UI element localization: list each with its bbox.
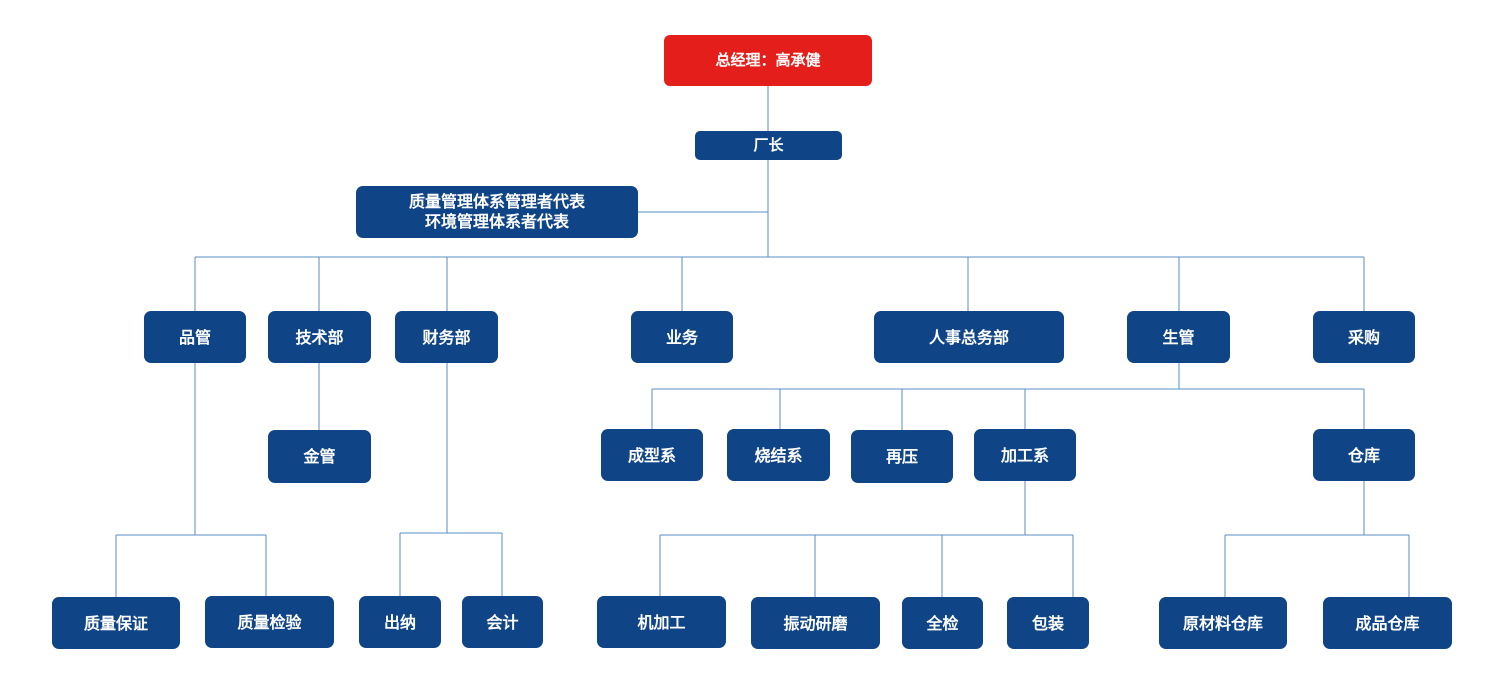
- dept-production: 生管: [1127, 311, 1230, 363]
- unit-cashier-label: 出纳: [383, 612, 416, 632]
- factory-manager-box: 厂长: [695, 131, 842, 160]
- unit-cashier: 出纳: [359, 596, 441, 648]
- dept-finance: 财务部: [395, 311, 498, 363]
- unit-warehouse-label: 仓库: [1347, 445, 1380, 465]
- unit-raw-material-warehouse: 原材料仓库: [1159, 597, 1287, 649]
- unit-finished-goods-warehouse: 成品仓库: [1323, 597, 1452, 649]
- unit-vibration-grinding: 振动研磨: [751, 597, 880, 649]
- dept-purchasing: 采购: [1313, 311, 1415, 363]
- dept-quality: 品管: [144, 311, 246, 363]
- dept-hr: 人事总务部: [874, 311, 1064, 363]
- unit-sintering-label: 烧结系: [754, 445, 803, 465]
- unit-repressing: 再压: [851, 430, 953, 483]
- unit-machining-dept-label: 加工系: [1000, 445, 1049, 465]
- unit-warehouse: 仓库: [1313, 429, 1415, 481]
- management-representative-box: 质量管理体系管理者代表 环境管理体系者代表: [356, 186, 638, 238]
- dept-hr-label: 人事总务部: [928, 327, 1009, 347]
- unit-full-inspection-label: 全检: [926, 613, 959, 633]
- dept-finance-label: 财务部: [422, 327, 471, 347]
- environment-rep-label: 环境管理体系者代表: [424, 212, 569, 231]
- unit-repressing-label: 再压: [885, 447, 918, 466]
- dept-quality-label: 品管: [178, 327, 211, 347]
- general-manager-label: 总经理：高承健: [715, 51, 821, 69]
- unit-accounting: 会计: [462, 596, 543, 648]
- dept-purchasing-label: 采购: [1347, 327, 1380, 347]
- unit-quality-inspection: 质量检验: [205, 596, 334, 648]
- unit-quality-assurance: 质量保证: [52, 597, 180, 649]
- unit-vibration-grinding-label: 振动研磨: [783, 613, 848, 633]
- unit-forming: 成型系: [601, 429, 703, 481]
- unit-quality-inspection-label: 质量检验: [237, 612, 302, 632]
- unit-full-inspection: 全检: [902, 597, 983, 649]
- dept-business-label: 业务: [665, 327, 698, 347]
- unit-packaging: 包装: [1007, 597, 1089, 649]
- unit-finished-goods-warehouse-label: 成品仓库: [1355, 613, 1420, 633]
- dept-business: 业务: [631, 311, 733, 363]
- dept-technical: 技术部: [268, 311, 371, 363]
- unit-sintering: 烧结系: [727, 429, 830, 481]
- unit-metal-label: 金管: [303, 447, 336, 466]
- unit-quality-assurance-label: 质量保证: [83, 613, 148, 633]
- unit-raw-material-warehouse-label: 原材料仓库: [1182, 613, 1263, 633]
- unit-forming-label: 成型系: [627, 445, 676, 465]
- factory-manager-label: 厂长: [753, 136, 784, 154]
- unit-packaging-label: 包装: [1031, 613, 1064, 633]
- unit-machining: 机加工: [597, 596, 726, 648]
- unit-metal: 金管: [268, 430, 371, 483]
- unit-machining-dept: 加工系: [974, 429, 1076, 481]
- quality-rep-label: 质量管理体系管理者代表: [408, 192, 585, 211]
- dept-technical-label: 技术部: [295, 327, 344, 347]
- unit-machining-label: 机加工: [637, 612, 686, 632]
- unit-accounting-label: 会计: [486, 612, 519, 632]
- dept-production-label: 生管: [1162, 327, 1195, 347]
- general-manager-box: 总经理：高承健: [664, 35, 872, 86]
